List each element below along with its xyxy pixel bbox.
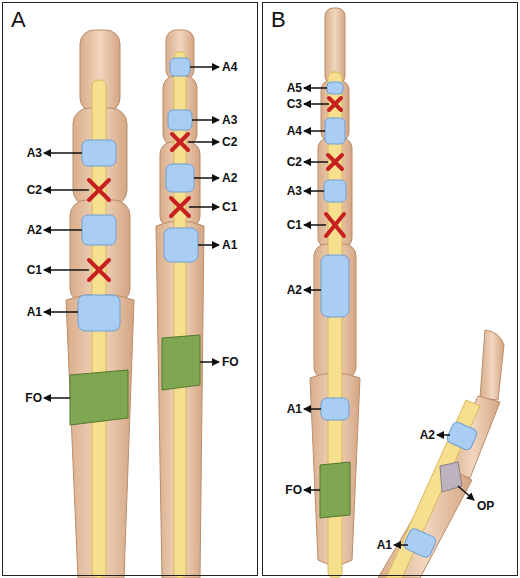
pulley-label: A1 [287,402,302,416]
pulley-label: A3 [287,184,302,198]
pulley-label: A2 [287,283,302,297]
pulley-label: A4 [222,60,237,74]
pulley-label: A1 [377,538,392,552]
pulley-label: C1 [27,263,42,277]
pulley-label: C2 [27,183,42,197]
pulley-label: A3 [222,113,237,127]
pulley-label: C1 [287,218,302,232]
pulley-label: FO [285,483,302,497]
pulley-label: C2 [222,135,237,149]
pulley-label: C1 [222,200,237,214]
pulley-label: C2 [287,155,302,169]
pulley-label: A2 [420,428,435,442]
pulley-label: OP [477,499,494,513]
pulley-label: FO [222,355,239,369]
pulley-label: C3 [287,97,302,111]
panel-letter: A [11,7,26,33]
panel-letter: B [271,7,286,33]
figure-panel: A [2,2,258,576]
pulley-label: A1 [222,238,237,252]
pulley-label: A2 [222,171,237,185]
pulley-label: A1 [27,305,42,319]
pulley-label: FO [25,391,42,405]
pulley-label: A5 [287,81,302,95]
pulley-label: A3 [27,146,42,160]
pulley-label: A4 [287,124,302,138]
pulley-label: A2 [27,223,42,237]
